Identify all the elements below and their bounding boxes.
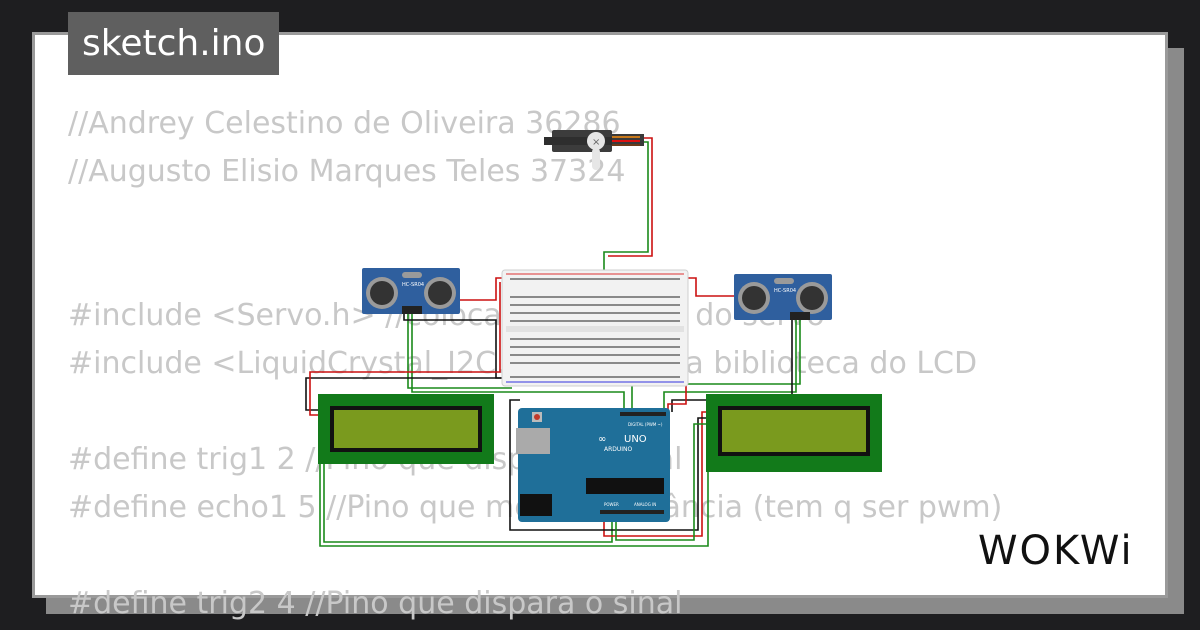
board-label: UNO xyxy=(624,434,647,445)
code-line: #define trig2 4 //Pino que dispara o sin… xyxy=(68,586,683,621)
digital-label: DIGITAL (PWM ~) xyxy=(628,422,663,427)
board-sublabel: ARDUINO xyxy=(604,446,633,453)
ultrasonic-sensor-right: HC-SR04 xyxy=(734,274,832,320)
analog-label: ANALOG IN xyxy=(634,502,656,507)
code-line: //Andrey Celestino de Oliveira 36286 xyxy=(68,106,621,141)
file-title: sketch.ino xyxy=(68,12,280,75)
power-label: POWER xyxy=(604,502,619,507)
code-preview: //Andrey Celestino de Oliveira 36286 //A… xyxy=(68,100,1158,621)
svg-text:×: × xyxy=(592,137,600,148)
code-line: #define echo1 5 //Pino que mede a distân… xyxy=(68,490,1003,525)
wokwi-logo: WOKWi xyxy=(978,528,1134,574)
breadboard xyxy=(501,269,689,387)
servo-motor: × xyxy=(544,130,644,170)
arduino-uno: ∞ UNO ARDUINO DIGITAL (PWM ~) ANALOG IN … xyxy=(516,408,670,522)
ultrasonic-sensor-left: HC-SR04 xyxy=(362,268,460,314)
code-line: //Augusto Elisio Marques Teles 37324 xyxy=(68,154,626,189)
sensor-label: HC-SR04 xyxy=(774,288,796,294)
svg-text:∞: ∞ xyxy=(598,434,606,445)
lcd-display-right xyxy=(706,394,882,472)
lcd-display-left xyxy=(318,394,494,464)
sensor-label: HC-SR04 xyxy=(402,282,424,288)
